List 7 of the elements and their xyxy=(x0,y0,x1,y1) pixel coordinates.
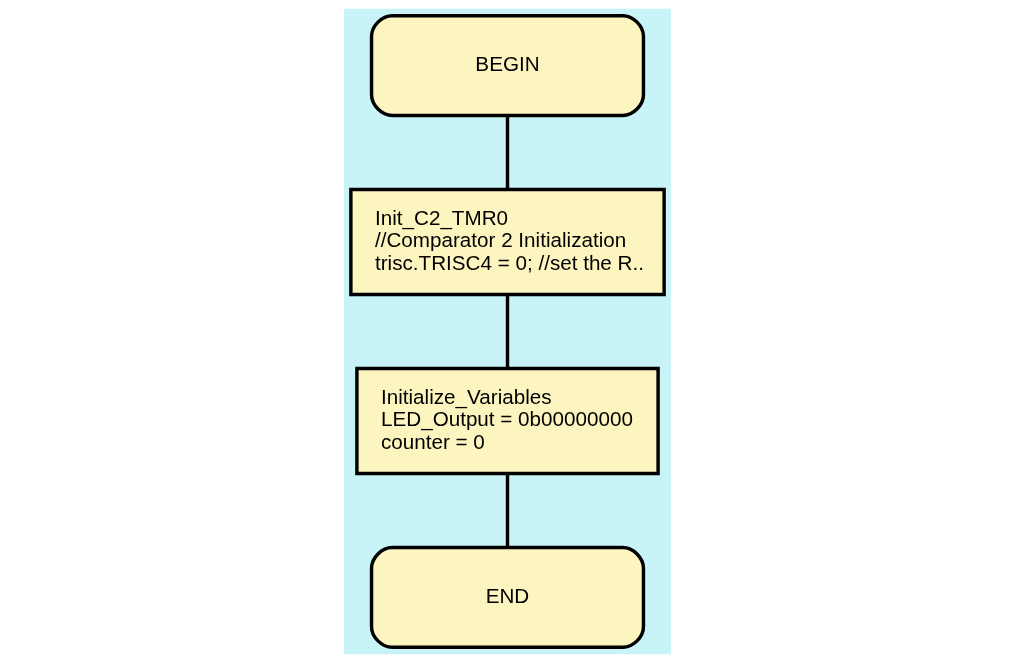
connector xyxy=(505,115,510,189)
node-box: BEGIN xyxy=(369,13,646,118)
node-box: Init_C2_TMR0 //Comparator 2 Initialization trisc.TRISC4 = 0; //set the R.. xyxy=(349,187,666,297)
connector xyxy=(505,294,510,368)
connector xyxy=(505,473,510,548)
node-box: END xyxy=(369,545,646,650)
node-box: Initialize_Variables LED_Output = 0b00000000 counter = 0 xyxy=(355,366,660,476)
